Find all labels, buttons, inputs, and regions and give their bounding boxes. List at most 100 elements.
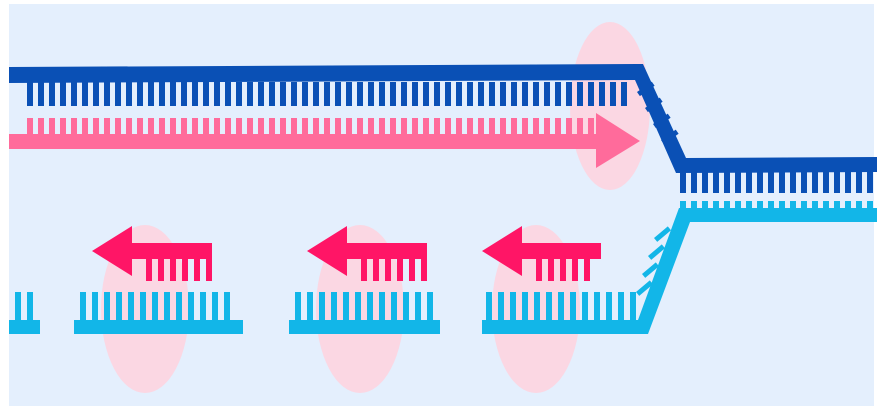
base-tooth [302,118,308,135]
base-tooth [834,201,840,221]
base-tooth [560,259,566,281]
base-tooth [645,97,663,113]
base-tooth [735,171,741,193]
base-tooth [49,82,55,106]
base-tooth [137,118,143,135]
base-tooth [15,292,21,322]
base-tooth [409,259,415,281]
strand-backbone [9,64,877,173]
base-tooth [159,118,165,135]
base-tooth [104,82,110,106]
base-tooth [295,292,301,322]
fragment-arrow [307,226,427,276]
base-tooth [346,82,352,106]
base-tooth [27,118,33,135]
base-tooth [291,118,297,135]
base-tooth [313,82,319,106]
base-tooth [486,292,492,322]
base-tooth [724,201,730,221]
base-tooth [60,82,66,106]
base-tooth [324,118,330,135]
base-tooth [768,171,774,193]
base-tooth [584,259,590,281]
base-tooth [522,82,528,106]
base-tooth [126,118,132,135]
base-tooth [642,262,660,278]
base-tooth [478,118,484,135]
base-tooth [558,292,564,322]
base-tooth [691,201,697,221]
base-tooth [434,118,440,135]
okazaki-fragment-1 [92,226,212,281]
base-tooth [331,292,337,322]
base-tooth [566,82,572,106]
base-tooth [489,82,495,106]
base-tooth [146,259,152,281]
base-tooth [511,82,517,106]
base-tooth [680,201,686,221]
base-tooth [38,82,44,106]
base-tooth [790,171,796,193]
base-tooth [258,82,264,106]
base-tooth [610,82,616,106]
base-tooth [582,292,588,322]
base-tooth [319,292,325,322]
base-tooth [423,118,429,135]
base-tooth [467,82,473,106]
base-tooth [148,118,154,135]
base-tooth [181,118,187,135]
base-tooth [702,171,708,193]
base-tooth [291,82,297,106]
base-tooth [115,82,121,106]
base-tooth [116,292,122,322]
base-tooth [533,82,539,106]
base-tooth [713,171,719,193]
base-tooth [618,292,624,322]
base-tooth [391,292,397,322]
base-tooth [82,118,88,135]
base-tooth [489,118,495,135]
base-tooth [856,201,862,221]
base-tooth [158,259,164,281]
base-tooth [373,259,379,281]
base-tooth [401,82,407,106]
base-tooth [594,292,600,322]
base-tooth [630,292,636,322]
okazaki-fragments [92,226,601,281]
base-tooth [790,201,796,221]
base-tooth [115,118,121,135]
base-tooth [335,118,341,135]
base-tooth [385,259,391,281]
base-tooth [621,82,627,106]
base-tooth [500,118,506,135]
base-tooth [412,118,418,135]
base-tooth [60,118,66,135]
base-tooth [357,82,363,106]
base-tooth [845,171,851,193]
base-tooth [200,292,206,322]
base-tooth [192,82,198,106]
base-tooth [49,118,55,135]
base-tooth [280,82,286,106]
base-tooth [182,259,188,281]
fragment-arrow [482,226,601,276]
base-tooth [368,82,374,106]
base-tooth [412,82,418,106]
base-tooth [269,82,275,106]
base-tooth [390,118,396,135]
base-tooth [570,292,576,322]
base-tooth [845,201,851,221]
base-tooth [236,118,242,135]
base-tooth [445,82,451,106]
base-tooth [170,118,176,135]
base-tooth [225,82,231,106]
base-tooth [653,113,671,129]
base-tooth [867,171,873,193]
base-tooth [247,118,253,135]
base-tooth [335,82,341,106]
base-tooth [225,118,231,135]
base-tooth [434,82,440,106]
strand-segment [9,320,40,334]
base-tooth [203,118,209,135]
base-tooth [588,118,594,135]
